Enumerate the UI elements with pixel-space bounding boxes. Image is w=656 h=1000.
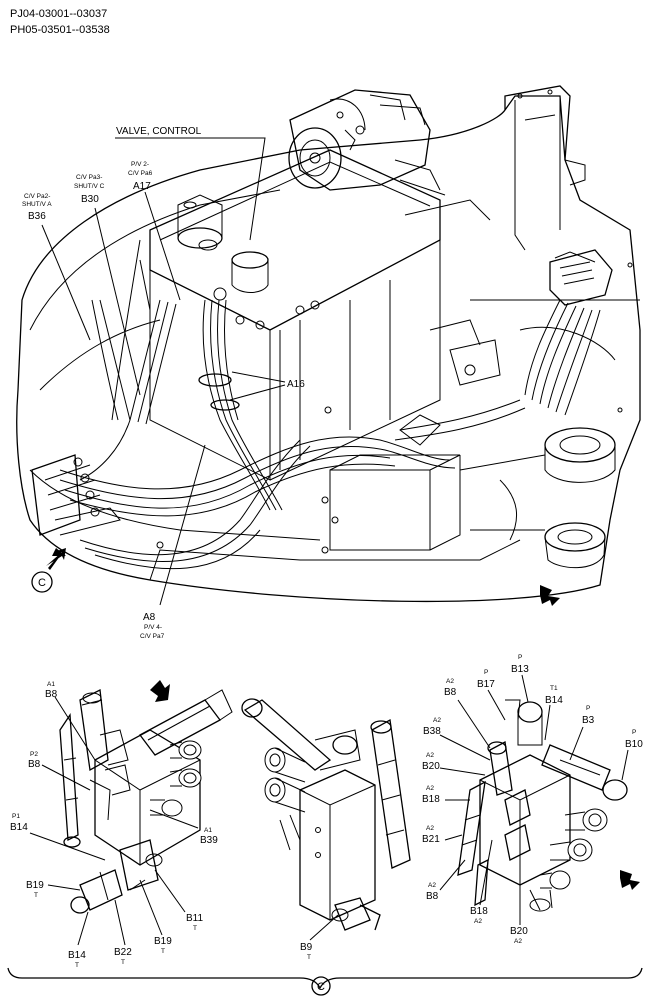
right-valve-illustration (457, 699, 640, 912)
center-valve-illustration (241, 698, 411, 931)
right-b20-top-code: B20 (422, 761, 440, 772)
view-c-marker-circle (31, 571, 53, 593)
right-b14-port: T1 (550, 685, 558, 692)
right-b21-port: A2 (426, 825, 434, 832)
view-c-arrow-icon (46, 548, 66, 570)
right-b3-port: P (586, 705, 590, 712)
left-b22-port: T (121, 959, 125, 966)
center-b9-code: B9 (300, 942, 313, 953)
right-b13-code: B13 (511, 664, 529, 675)
right-b8-bottom-port: A2 (428, 882, 436, 889)
left-b22-code: B22 (114, 947, 132, 958)
direction-arrow-icon (540, 585, 560, 606)
a16-code: A16 (287, 379, 305, 390)
left-b39-code: B39 (200, 835, 218, 846)
right-b21-code: B21 (422, 834, 440, 845)
left-b14-bottom-code: B14 (68, 950, 86, 961)
left-b19-left-code: B19 (26, 880, 44, 891)
b30-description-line1: C/V Pa3- (76, 174, 102, 181)
a17-code: A17 (133, 181, 151, 192)
right-b18-bottom-code: B18 (470, 906, 488, 917)
right-b18-bottom-port: A2 (474, 918, 482, 925)
right-view-callout-leaders (439, 674, 629, 925)
header-serial-range-1: PJ04-03001--03037 (10, 8, 107, 20)
left-b8-top-code: B8 (45, 689, 58, 700)
b36-description-line1: C/V Pa2- (24, 193, 50, 200)
b36-code: B36 (28, 211, 46, 222)
right-b10-code: B10 (625, 739, 643, 750)
right-b20-bottom-port: A2 (514, 938, 522, 945)
left-b19-left-port: T (34, 892, 38, 899)
center-b9-leader (309, 914, 339, 941)
a17-description-line1: P/V 2- (131, 161, 149, 168)
left-b8-mid-code: B8 (28, 759, 41, 770)
left-b19-right-port: T (161, 948, 165, 955)
left-view-callout-leaders (29, 696, 199, 946)
a8-code: A8 (143, 612, 156, 623)
a8-description-line1: P/V 4- (144, 624, 162, 631)
right-b10-port: P (632, 729, 636, 736)
b36-description-line2: SHUT/V A (22, 201, 52, 208)
right-b8-top-port: A2 (446, 678, 454, 685)
a17-description-line2: C/V Pa6 (128, 170, 153, 177)
left-b8-top-port: A1 (47, 681, 55, 688)
view-c-brace (7, 967, 643, 990)
footer-view-c-marker-circle (311, 976, 331, 996)
footer-view-c-marker-letter: C (317, 981, 325, 993)
left-b14-port: P1 (12, 813, 20, 820)
left-b11-port: T (193, 925, 197, 932)
right-b20-top-port: A2 (426, 752, 434, 759)
center-b9-port: T (307, 954, 311, 961)
left-b19-right-code: B19 (154, 936, 172, 947)
right-b38-code: B38 (423, 726, 441, 737)
left-b14-code: B14 (10, 822, 28, 833)
right-b3-code: B3 (582, 715, 595, 726)
right-b14-code: B14 (545, 695, 563, 706)
header-serial-range-2: PH05-03501--03538 (10, 24, 110, 36)
left-b8-mid-port: P2 (30, 751, 38, 758)
right-b13-port: P (518, 654, 522, 661)
right-b18-top-port: A2 (426, 785, 434, 792)
a8-description-line2: C/V Pa7 (140, 633, 165, 640)
right-b17-port: P (484, 669, 488, 676)
right-b8-bottom-code: B8 (426, 891, 439, 902)
main-view-callout-leaders (41, 137, 286, 606)
b30-description-line2: SHUT/V C (74, 183, 105, 190)
b30-code: B30 (81, 194, 99, 205)
right-b8-top-code: B8 (444, 687, 457, 698)
left-b14-bottom-port: T (75, 962, 79, 969)
left-valve-illustration (59, 680, 233, 914)
left-b11-code: B11 (186, 913, 203, 924)
left-b39-port: A1 (204, 827, 212, 834)
right-b20-bottom-code: B20 (510, 926, 528, 937)
right-b18-top-code: B18 (422, 794, 440, 805)
view-c-marker-letter: C (38, 577, 46, 589)
machine-frame-illustration (16, 85, 641, 603)
right-b17-code: B17 (477, 679, 495, 690)
right-b38-port: A2 (433, 717, 441, 724)
valve-control-label: VALVE, CONTROL (116, 126, 202, 137)
